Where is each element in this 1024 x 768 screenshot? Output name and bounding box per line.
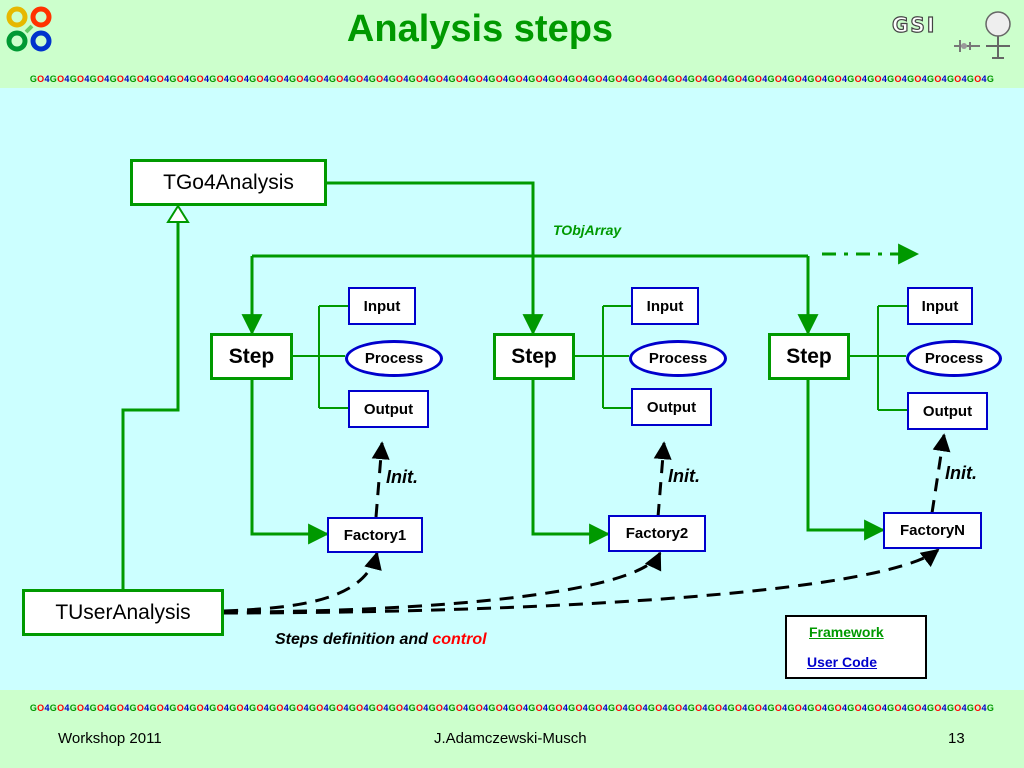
- init-arrow-3: [930, 433, 951, 514]
- factoryn-box: FactoryN: [883, 512, 982, 549]
- go4-strip-bottom: GO4GO4GO4GO4GO4GO4GO4GO4GO4GO4GO4GO4GO4G…: [29, 703, 995, 713]
- step3-output-box: Output: [907, 392, 988, 430]
- tuseranalysis-box: TUserAnalysis: [22, 589, 224, 636]
- step2-input-box: Input: [631, 287, 699, 325]
- step1-tree: [293, 305, 348, 409]
- step2-tree: [575, 305, 631, 409]
- init-label-1: Init.: [386, 467, 418, 487]
- steps-caption-control: control: [432, 631, 487, 648]
- step1-input-box: Input: [348, 287, 416, 325]
- step2-box: Step: [493, 333, 575, 380]
- step3-box: Step: [768, 333, 850, 380]
- control-curve-3: [223, 548, 940, 615]
- legend-box: Framework User Code: [785, 615, 927, 679]
- svg-text:GSI: GSI: [892, 13, 936, 37]
- step2-factory-connector: [531, 380, 611, 545]
- init-label-2: Init.: [668, 466, 700, 486]
- step2-output-box: Output: [631, 388, 712, 426]
- steps-caption-text: Steps definition and: [275, 631, 433, 648]
- init-arrow-1: [371, 441, 390, 518]
- init-arrow-2: [653, 441, 672, 518]
- slide-title: Analysis steps: [346, 8, 614, 50]
- step1-process-ellipse: Process: [345, 340, 443, 377]
- control-curve-1: [223, 551, 382, 613]
- step1-box: Step: [210, 333, 293, 380]
- footer-band: [0, 690, 1024, 768]
- step1-factory-connector: [250, 380, 330, 545]
- header-band: [0, 0, 1024, 88]
- inheritance-line: [121, 222, 180, 590]
- steps-caption: Steps definition and control: [275, 631, 487, 649]
- footer-author: J.Adamczewski-Musch: [434, 730, 587, 747]
- init-label-3: Init.: [945, 463, 977, 483]
- legend-user-code-link[interactable]: User Code: [807, 654, 878, 670]
- step3-factory-connector: [806, 380, 886, 541]
- gsi-logo-icon: GSI: [891, 11, 1011, 59]
- step3-tree: [850, 305, 907, 411]
- analysis-to-array-connector: [326, 181, 544, 336]
- control-curve-2: [223, 551, 662, 614]
- step1-output-box: Output: [348, 390, 429, 428]
- legend-framework-link[interactable]: Framework: [809, 624, 884, 640]
- factory2-box: Factory2: [608, 515, 706, 552]
- tgo4analysis-box: TGo4Analysis: [130, 159, 327, 206]
- factory1-box: Factory1: [327, 517, 423, 553]
- go4-logo-icon: [6, 6, 52, 52]
- go4-strip-top: GO4GO4GO4GO4GO4GO4GO4GO4GO4GO4GO4GO4GO4G…: [29, 74, 995, 84]
- step2-process-ellipse: Process: [629, 340, 727, 377]
- inheritance-triangle-icon: [166, 204, 190, 223]
- step3-process-ellipse: Process: [906, 340, 1002, 377]
- tobjarray-label: TObjArray: [553, 222, 622, 238]
- footer-page-number: 13: [948, 730, 965, 747]
- footer-event: Workshop 2011: [58, 730, 162, 747]
- step3-input-box: Input: [907, 287, 973, 325]
